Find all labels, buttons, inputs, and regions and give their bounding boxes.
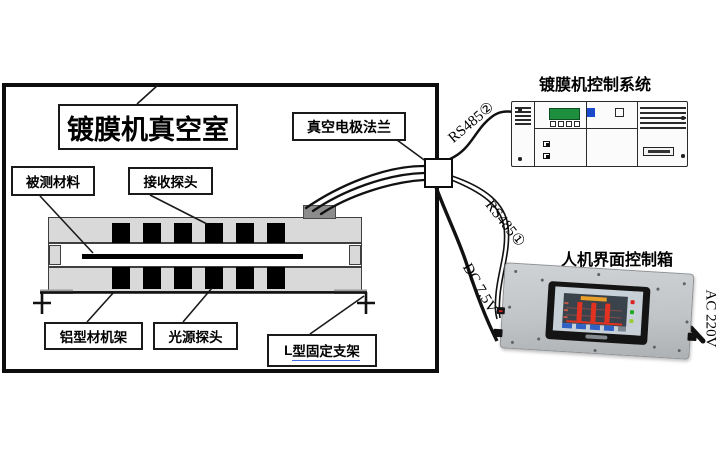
plc-divider-1 xyxy=(534,102,536,166)
receiving-probe-label: 接收探头 xyxy=(128,167,213,195)
hmi-red-bar xyxy=(590,302,597,322)
dc-power-label: DC 7.5V xyxy=(459,260,500,316)
chamber-title-box: 镀膜机真空室 xyxy=(58,104,238,150)
plc-key xyxy=(566,121,572,127)
receiver-probe-block xyxy=(267,223,285,243)
hmi-screw xyxy=(682,282,686,286)
hmi-screen-bezel xyxy=(545,280,651,346)
plc-title: 镀膜机控制系统 xyxy=(539,77,652,94)
plc-vent xyxy=(640,122,686,124)
hmi-screw xyxy=(593,348,597,353)
plc-vent xyxy=(640,107,686,109)
plc-screw xyxy=(681,154,685,158)
plc-vent xyxy=(515,123,531,125)
hmi-chart-area xyxy=(562,292,628,327)
receiver-probe-block xyxy=(174,223,192,243)
plc-vent xyxy=(640,112,686,114)
vacuum-flange-connector xyxy=(424,158,453,188)
plc-key xyxy=(550,121,556,127)
plc-screw xyxy=(518,157,522,161)
plc-vent xyxy=(515,107,531,109)
chamber-title: 镀膜机真空室 xyxy=(67,114,229,145)
light-probe-block xyxy=(236,267,254,289)
measured-material-label: 被测材料 xyxy=(11,166,95,196)
aluminum-frame-label: 铝型材机架 xyxy=(44,322,143,350)
light-probe-label: 光源探头 xyxy=(153,322,238,350)
hmi-screw xyxy=(685,320,689,324)
l-bracket-label: L 型固定支架 xyxy=(267,334,377,367)
hmi-brand-logo xyxy=(585,334,608,340)
plc-device xyxy=(511,101,688,167)
plc-divider-2 xyxy=(586,102,588,166)
light-probe-block xyxy=(143,267,161,289)
hmi-screen xyxy=(552,286,644,336)
hmi-dc-stub xyxy=(493,328,503,338)
hmi-title: 人机界面控制箱 xyxy=(561,252,674,269)
hmi-button xyxy=(617,326,627,332)
plc-vent xyxy=(640,127,686,129)
hmi-screw xyxy=(514,269,518,274)
hmi-screw xyxy=(510,340,515,344)
hmi-axis-mark xyxy=(564,301,569,305)
plc-port xyxy=(543,153,550,159)
plc-key xyxy=(558,121,564,127)
hmi-screw xyxy=(507,305,512,309)
receiver-probe-block xyxy=(205,223,223,243)
plc-screw xyxy=(518,108,522,112)
hmi-screw xyxy=(652,345,656,349)
hmi-control-box xyxy=(493,262,697,360)
hmi-button xyxy=(561,322,573,329)
plc-vent xyxy=(515,119,531,121)
hmi-screw xyxy=(540,278,544,282)
hmi-chart-title-bar xyxy=(580,295,607,302)
channel-right-cap xyxy=(349,245,361,265)
hmi-red-bar xyxy=(576,301,583,322)
hmi-button xyxy=(575,323,587,330)
vacuum-flange-label: 真空电极法兰 xyxy=(292,112,406,141)
hmi-indicator-yellow xyxy=(629,319,634,324)
hmi-button xyxy=(589,324,601,331)
light-probe-array xyxy=(112,267,285,289)
receiver-probe-block xyxy=(143,223,161,243)
plc-vent xyxy=(640,117,686,119)
hmi-axis-mark xyxy=(563,308,569,312)
channel-left-cap xyxy=(49,245,61,265)
plc-port xyxy=(543,141,550,147)
measured-material-strip xyxy=(82,254,303,259)
plc-panel-line xyxy=(534,128,637,130)
hmi-screw xyxy=(656,287,660,291)
light-probe-block xyxy=(267,267,285,289)
hmi-screw xyxy=(677,349,681,353)
plc-vent xyxy=(515,111,531,113)
rs485-2-label: RS485② xyxy=(445,99,498,147)
rs485-1-label: RS485① xyxy=(481,197,528,251)
hmi-ac-stub xyxy=(687,332,697,342)
hmi-button xyxy=(603,325,615,332)
hmi-indicator-red xyxy=(630,300,635,305)
light-probe-block xyxy=(205,267,223,289)
hmi-axis-mark xyxy=(563,315,568,319)
plc-status-indicator xyxy=(587,108,595,117)
receiver-probe-array xyxy=(112,223,285,243)
light-probe-block xyxy=(112,267,130,289)
light-probe-block xyxy=(174,267,192,289)
plc-divider-3 xyxy=(637,102,639,166)
hmi-screw xyxy=(597,272,601,277)
plc-slot xyxy=(615,108,624,117)
hmi-screw xyxy=(537,337,541,341)
hmi-red-bar xyxy=(604,303,611,323)
ac-power-label: AC 220V xyxy=(702,289,719,348)
plc-vent xyxy=(515,115,531,117)
plc-display-screen xyxy=(549,108,580,120)
plc-screw xyxy=(681,116,685,120)
plc-brand-label xyxy=(643,147,674,156)
receiver-probe-block xyxy=(236,223,254,243)
hmi-indicator-green xyxy=(629,310,635,315)
hmi-rs485-wire xyxy=(498,310,503,313)
cable-feed-block xyxy=(303,205,336,219)
plc-key xyxy=(574,121,580,127)
receiver-probe-block xyxy=(112,223,130,243)
